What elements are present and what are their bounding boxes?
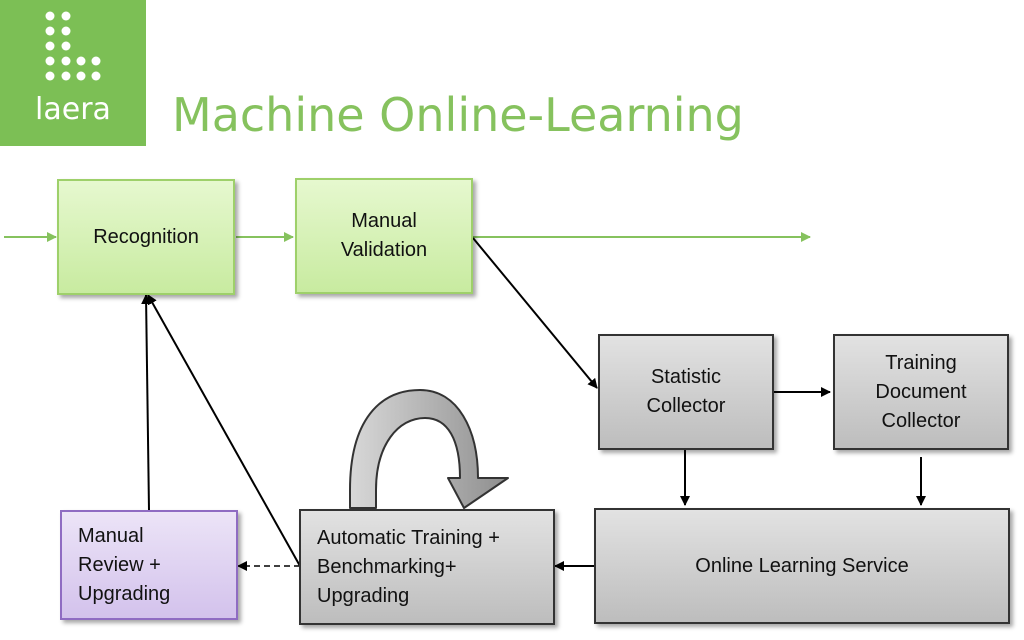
training-document-collector-label: Training Document Collector [875, 351, 967, 432]
automatic-training-label: Automatic Training + Benchmarking+ Upgra… [317, 526, 500, 607]
arrow-review-to-recognition [141, 294, 152, 511]
manual-validation-box: Manual Validation [295, 178, 473, 294]
loop-arrow-icon [349, 389, 509, 509]
logo-text: laera [35, 92, 111, 127]
arrow-automatic-to-recognition [147, 294, 301, 567]
statistic-collector-box: Statistic Collector [598, 334, 774, 450]
recognition-label: Recognition [93, 225, 199, 248]
arrow-validation-to-statistic [472, 237, 598, 389]
online-learning-service-label: Online Learning Service [695, 554, 909, 577]
manual-review-box: Manual Review + Upgrading [60, 510, 238, 620]
page-title: Machine Online-Learning [172, 88, 744, 142]
laera-logo: laera [0, 0, 146, 146]
recognition-box: Recognition [57, 179, 235, 295]
training-document-collector-box: Training Document Collector [833, 334, 1009, 450]
manual-review-label: Manual Review + Upgrading [78, 524, 171, 605]
logo-dots-icon [45, 11, 101, 81]
automatic-training-box: Automatic Training + Benchmarking+ Upgra… [299, 509, 555, 625]
manual-validation-label: Manual Validation [340, 210, 428, 261]
online-learning-service-box: Online Learning Service [594, 508, 1010, 624]
statistic-collector-label: Statistic Collector [646, 366, 726, 417]
